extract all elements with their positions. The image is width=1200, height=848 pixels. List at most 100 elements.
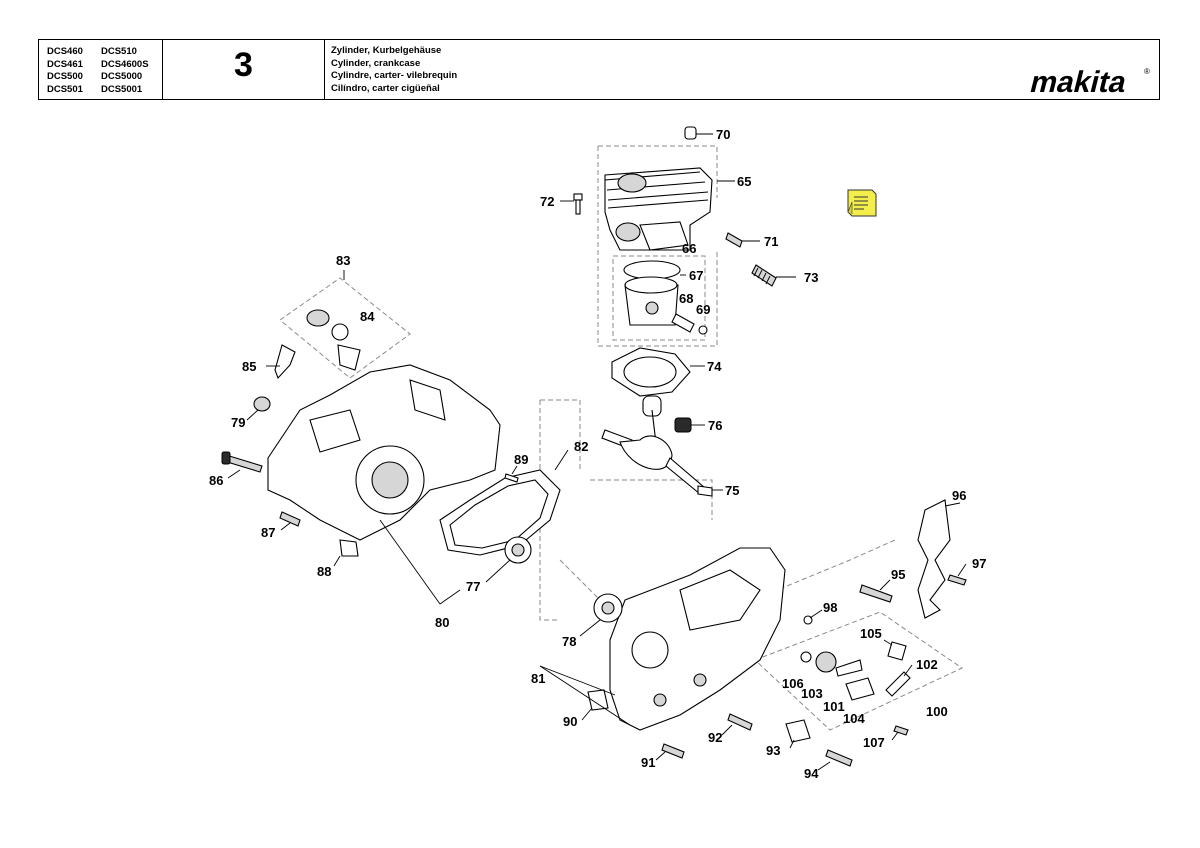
part-label: 93 <box>766 743 780 758</box>
logo-wordmark: makita <box>1027 65 1131 98</box>
part-label: 67 <box>689 268 703 283</box>
decompression-valve <box>725 232 743 248</box>
part-label: 79 <box>231 415 245 430</box>
part-label: 100 <box>926 704 948 719</box>
part-label: 74 <box>707 359 722 374</box>
oil-pump-gear <box>815 651 863 677</box>
bolt-86 <box>221 451 263 473</box>
note-icon[interactable] <box>847 189 877 217</box>
logo-registered-mark: ® <box>1144 67 1150 76</box>
model-code: DCS460 <box>47 46 83 57</box>
part-label: 98 <box>823 600 837 615</box>
title-spanish: Cilíndro, carter cigüeñal <box>331 82 440 94</box>
muffler-spring <box>751 264 777 287</box>
bumper-93 <box>785 719 811 743</box>
ring-79 <box>253 396 271 412</box>
damper-90 <box>587 689 609 711</box>
piston-pin <box>671 313 695 333</box>
part-label: 85 <box>242 359 256 374</box>
cylinder <box>604 167 713 251</box>
pin-89 <box>504 473 519 483</box>
part-label: 69 <box>696 302 710 317</box>
piston <box>624 276 679 326</box>
part-label: 71 <box>764 234 778 249</box>
part-label: 70 <box>716 127 730 142</box>
bolt-91 <box>661 743 685 759</box>
cover-105 <box>887 641 907 661</box>
title-english: Cylinder, crankcase <box>331 57 421 69</box>
title-german: Zylinder, Kurbelgehäuse <box>331 45 442 56</box>
crankcase-right-half <box>609 547 786 731</box>
bolt-94 <box>825 749 853 767</box>
part-label: 89 <box>514 452 528 467</box>
bolt-87 <box>279 511 301 527</box>
crankshaft <box>601 395 713 497</box>
part-label: 72 <box>540 194 554 209</box>
part-label: 107 <box>863 735 885 750</box>
model-code: DCS5001 <box>101 83 143 95</box>
leader-lines <box>227 133 967 771</box>
model-code: DCS501 <box>47 83 83 95</box>
makita-logo: makita ® <box>1027 65 1150 98</box>
part-label: 92 <box>708 730 722 745</box>
stud-95 <box>859 584 893 603</box>
part-label: 84 <box>360 309 375 324</box>
crankcase-left-half <box>267 364 501 541</box>
oil-pickup <box>306 309 361 371</box>
oil-pump-body <box>845 677 875 701</box>
part-label: 87 <box>261 525 275 540</box>
part-label: 88 <box>317 564 331 579</box>
title-block: DCS460 DCS510 DCS461 DCS4600S DCS500 DCS… <box>38 39 1160 100</box>
part-label: 101 <box>823 699 845 714</box>
plug-88 <box>339 539 359 557</box>
part-label: 95 <box>891 567 905 582</box>
part-label: 68 <box>679 291 693 306</box>
part-label: 102 <box>916 657 938 672</box>
cylinder-gasket <box>611 347 691 397</box>
part-label: 76 <box>708 418 722 433</box>
part-label: 86 <box>209 473 223 488</box>
part-label: 103 <box>801 686 823 701</box>
screw-97 <box>947 574 967 586</box>
model-code: DCS500 <box>47 71 83 82</box>
model-list: DCS460 DCS510 DCS461 DCS4600S DCS500 DCS… <box>39 40 163 99</box>
cylinder-screw <box>573 193 583 215</box>
part-label: 90 <box>563 714 577 729</box>
adjuster-102 <box>885 671 911 697</box>
part-label: 82 <box>574 439 588 454</box>
part-label: 94 <box>804 766 819 781</box>
spark-plug-cap <box>684 126 697 140</box>
part-label: 75 <box>725 483 739 498</box>
part-label: 83 <box>336 253 350 268</box>
part-label: 77 <box>466 579 480 594</box>
part-label: 97 <box>972 556 986 571</box>
part-label: 91 <box>641 755 655 770</box>
part-label: 78 <box>562 634 576 649</box>
part-labels: 70 65 72 71 66 67 73 68 69 83 84 74 85 7… <box>209 127 986 781</box>
part-label: 80 <box>435 615 449 630</box>
part-label: 96 <box>952 488 966 503</box>
bolt-92 <box>727 713 753 731</box>
oring-106 <box>800 651 812 663</box>
part-label: 104 <box>843 711 865 726</box>
chain-catcher <box>917 499 951 619</box>
piston-ring <box>623 260 681 280</box>
crankcase-gasket <box>439 469 561 556</box>
model-code: DCS461 <box>47 58 83 70</box>
model-code: DCS4600S <box>101 58 149 70</box>
title-french: Cylindre, carter- vilebrequin <box>331 70 458 81</box>
page-number: 3 <box>234 46 253 84</box>
needle-bearing <box>674 417 692 433</box>
part-label: 81 <box>531 671 545 686</box>
model-code: DCS5000 <box>101 71 143 82</box>
part-label: 65 <box>737 174 751 189</box>
part-label: 73 <box>804 270 818 285</box>
oil-seal-right <box>593 593 623 623</box>
circlip <box>698 325 708 335</box>
part-label: 66 <box>682 241 696 256</box>
page-number-cell: 3 <box>163 40 325 99</box>
screw-107 <box>893 725 909 736</box>
clip-85 <box>274 344 296 380</box>
part-label: 105 <box>860 626 882 641</box>
